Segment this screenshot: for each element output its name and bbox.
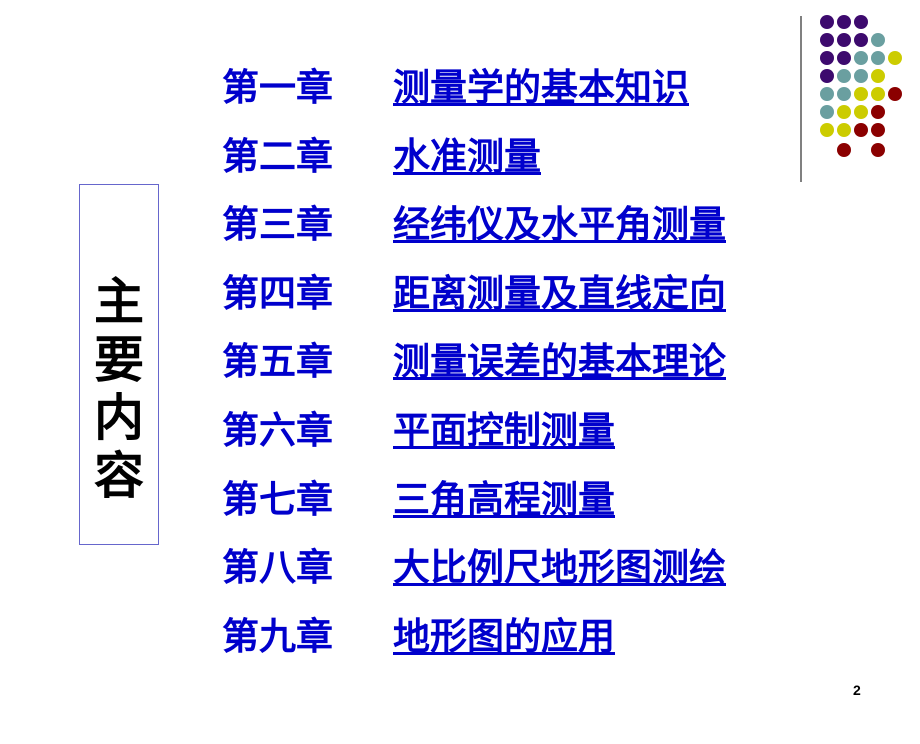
toc-item: 第五章 测量误差的基本理论 — [222, 340, 726, 409]
decorative-dot — [820, 87, 834, 101]
chapter-label: 第二章 — [222, 134, 333, 178]
toc-link-chapter-4[interactable]: 第四章 距离测量及直线定向 — [222, 272, 726, 316]
decorative-dot — [837, 33, 851, 47]
chapter-title: 水准测量 — [393, 134, 541, 178]
chapter-title: 测量误差的基本理论 — [393, 340, 726, 384]
toc-link-chapter-8[interactable]: 第八章 大比例尺地形图测绘 — [222, 546, 726, 590]
decorative-dot — [871, 51, 885, 65]
toc-link-chapter-1[interactable]: 第一章 测量学的基本知识 — [222, 66, 689, 110]
decorative-dot — [837, 105, 851, 119]
chapter-label: 第一章 — [222, 66, 333, 109]
decorative-dot — [854, 15, 868, 29]
chapter-label: 第三章 — [222, 203, 333, 247]
decorative-dot — [888, 51, 902, 65]
decorative-dot — [820, 105, 834, 119]
decorative-dot — [871, 105, 885, 119]
decorative-dot — [854, 123, 868, 137]
decorative-dot — [888, 87, 902, 101]
chapter-title: 距离测量及直线定向 — [393, 271, 726, 315]
side-title-box: 主 要 内 容 — [79, 184, 159, 545]
toc-link-chapter-5[interactable]: 第五章 测量误差的基本理论 — [222, 340, 726, 384]
decorative-dot — [871, 33, 885, 47]
decorative-dot — [871, 123, 885, 137]
chapter-label: 第五章 — [222, 340, 333, 384]
table-of-contents: 第一章 测量学的基本知识 第二章 水准测量 第三章 经纬仪及水平角测量 第四章 距离测量… — [222, 66, 726, 683]
decorative-dot — [854, 33, 868, 47]
toc-item: 第四章 距离测量及直线定向 — [222, 272, 726, 341]
toc-item: 第三章 经纬仪及水平角测量 — [222, 203, 726, 272]
chapter-label: 第八章 — [222, 546, 333, 590]
decorative-dot — [837, 123, 851, 137]
decorative-dot — [820, 15, 834, 29]
chapter-label: 第七章 — [222, 477, 333, 521]
chapter-label: 第四章 — [222, 271, 333, 315]
decorative-dot — [837, 69, 851, 83]
side-title-char: 容 — [94, 447, 144, 505]
decorative-dot — [854, 87, 868, 101]
chapter-label: 第九章 — [222, 614, 333, 658]
decorative-dot — [820, 51, 834, 65]
decorative-dot — [871, 143, 885, 157]
side-title-char: 内 — [94, 389, 144, 447]
toc-link-chapter-3[interactable]: 第三章 经纬仪及水平角测量 — [222, 203, 726, 247]
vertical-divider — [800, 16, 802, 182]
toc-link-chapter-7[interactable]: 第七章 三角高程测量 — [222, 478, 615, 522]
toc-link-chapter-2[interactable]: 第二章 水准测量 — [222, 135, 541, 179]
toc-item: 第八章 大比例尺地形图测绘 — [222, 546, 726, 615]
chapter-title: 三角高程测量 — [393, 477, 615, 521]
chapter-label: 第六章 — [222, 408, 333, 452]
chapter-title: 地形图的应用 — [393, 614, 615, 658]
decorative-dot — [871, 69, 885, 83]
decorative-dot — [854, 69, 868, 83]
toc-item: 第六章 平面控制测量 — [222, 409, 726, 478]
side-title-char: 要 — [94, 331, 144, 389]
page-number: 2 — [853, 682, 861, 698]
decorative-dot — [820, 123, 834, 137]
side-title-char: 主 — [94, 273, 144, 331]
decorative-dot — [820, 69, 834, 83]
toc-item: 第九章 地形图的应用 — [222, 615, 726, 684]
decorative-dot — [837, 87, 851, 101]
decorative-dot — [854, 105, 868, 119]
decorative-dot — [837, 51, 851, 65]
toc-link-chapter-6[interactable]: 第六章 平面控制测量 — [222, 409, 615, 453]
chapter-title: 平面控制测量 — [393, 408, 615, 452]
toc-item: 第七章 三角高程测量 — [222, 478, 726, 547]
decorative-dot — [871, 87, 885, 101]
decorative-dot — [854, 51, 868, 65]
side-title: 主 要 内 容 — [80, 273, 158, 505]
decorative-dot — [837, 143, 851, 157]
decorative-dot — [820, 33, 834, 47]
toc-item: 第一章 测量学的基本知识 — [222, 66, 726, 135]
decorative-dot — [837, 15, 851, 29]
chapter-title: 经纬仪及水平角测量 — [393, 203, 726, 247]
decorative-dot-grid — [0, 0, 920, 200]
toc-item: 第二章 水准测量 — [222, 135, 726, 204]
chapter-title: 测量学的基本知识 — [393, 66, 689, 109]
toc-link-chapter-9[interactable]: 第九章 地形图的应用 — [222, 615, 615, 659]
chapter-title: 大比例尺地形图测绘 — [393, 546, 726, 590]
